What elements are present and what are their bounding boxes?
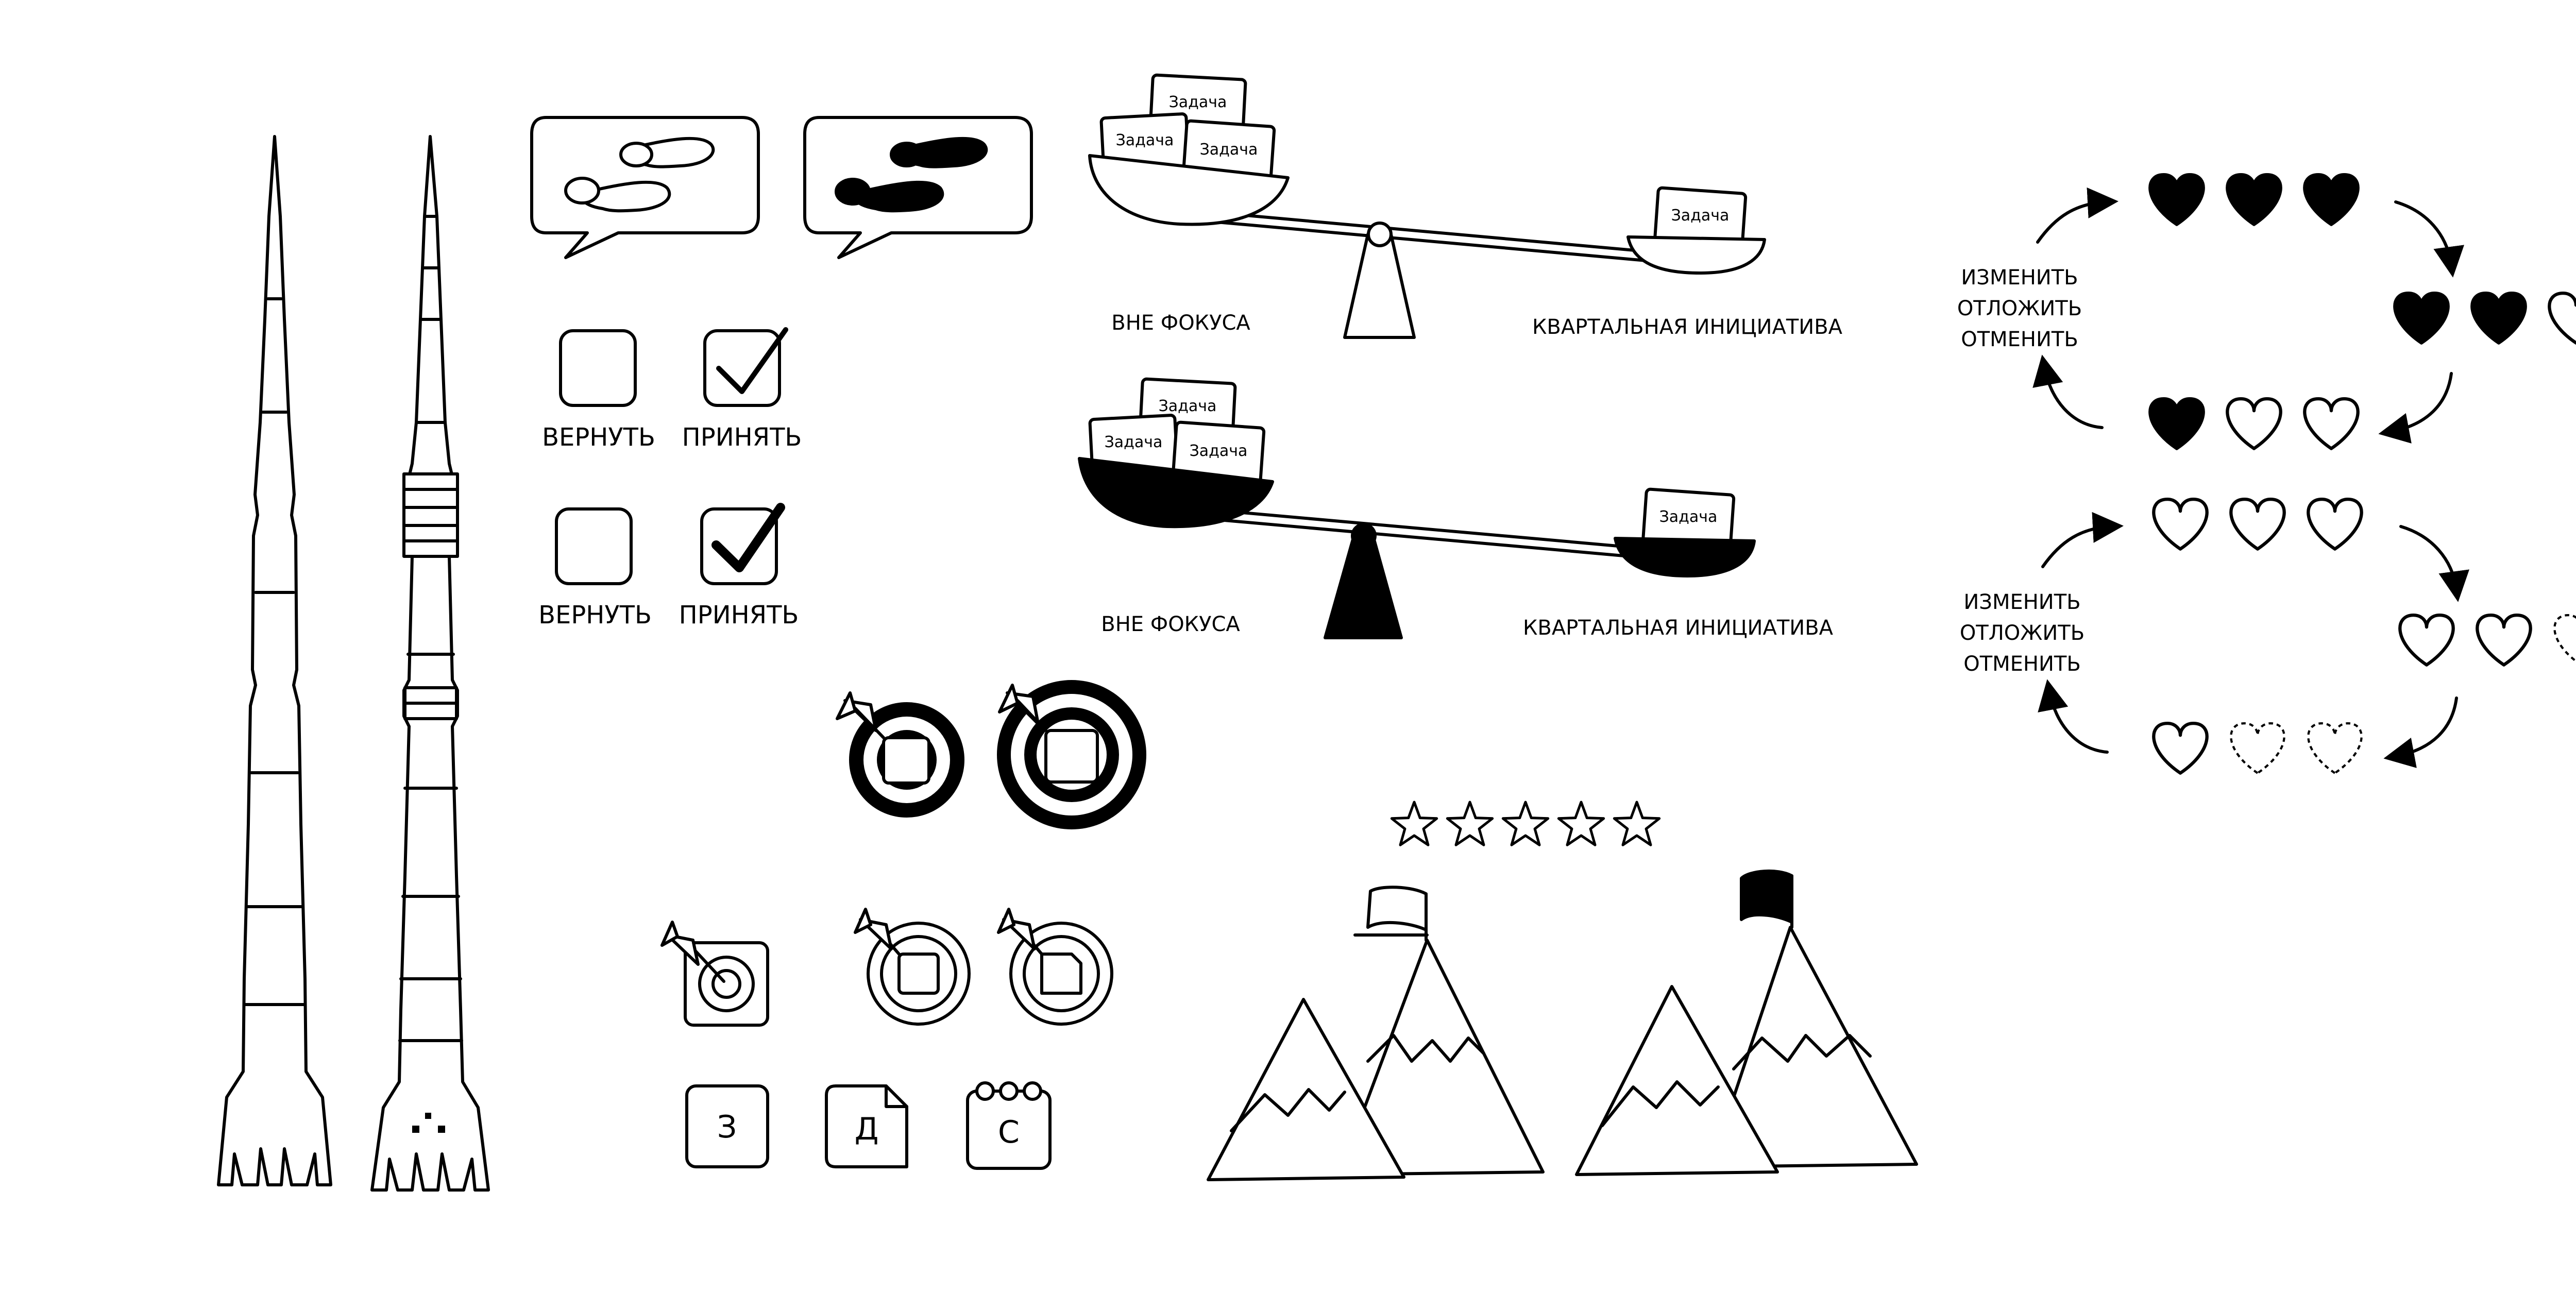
- checkbox-accept-label: ПРИНЯТЬ: [682, 423, 802, 452]
- checkbox-unchecked[interactable]: [559, 329, 637, 407]
- hearts-cycle-outline: ИЗМЕНИТЬ ОТЛОЖИТЬ ОТМЕНИТЬ: [1960, 499, 2576, 773]
- seesaw-left-label: ВНЕ ФОКУСА: [1101, 613, 1240, 636]
- arrow-icon: [2378, 372, 2453, 444]
- hearts-cycle-solid: ИЗМЕНИТЬ ОТЛОЖИТЬ ОТМЕНИТЬ: [1957, 175, 2576, 449]
- arrow-icon: [2394, 200, 2464, 278]
- heart-full-icon: [2304, 175, 2358, 225]
- target-arrow-icon-small-square: [660, 921, 769, 1027]
- heart-empty-icon: [2554, 615, 2576, 665]
- heart-full-icon: [2150, 399, 2203, 449]
- heart-empty-icon: [2549, 293, 2576, 343]
- checkbox-checked[interactable]: [703, 327, 788, 407]
- arrow-icon: [2383, 696, 2458, 768]
- heart-full-icon: [2227, 175, 2280, 225]
- svg-text:Задача: Задача: [1671, 207, 1730, 225]
- star-icon[interactable]: [1501, 801, 1550, 846]
- seesaw-left-label: ВНЕ ФОКУСА: [1111, 311, 1250, 335]
- heart-full-icon: [2154, 723, 2207, 773]
- checkbox-return-label: ВЕРНУТЬ: [538, 601, 652, 630]
- svg-text:Задача: Задача: [1659, 508, 1718, 526]
- arrow-icon: [2041, 512, 2124, 568]
- target-arrow-icon-small-ring: [854, 908, 971, 1026]
- checkbox-return-label: ВЕРНУТЬ: [542, 423, 655, 452]
- heart-full-icon: [2154, 499, 2207, 549]
- action-change-label: ИЗМЕНИТЬ: [1963, 590, 2080, 614]
- target-arrow-icon-small-doc: [997, 908, 1113, 1026]
- heart-empty-icon: [2231, 723, 2284, 773]
- svg-text:Задача: Задача: [1159, 397, 1217, 415]
- target-arrow-icon-medium: [836, 691, 964, 818]
- svg-text:Задача: Задача: [1169, 93, 1227, 111]
- heart-full-icon: [2477, 615, 2530, 665]
- star-icon[interactable]: [1390, 801, 1438, 846]
- svg-text:Задача: Задача: [1200, 141, 1258, 159]
- heart-full-icon: [2472, 293, 2525, 343]
- hearts-row-2-of-3: [2395, 293, 2576, 343]
- heart-full-icon: [2231, 499, 2284, 549]
- hearts-row-3-of-3: [2150, 175, 2358, 225]
- seesaw-filled: Задача Задача Задача Задача ВНЕ ФОКУСА К…: [1078, 377, 1834, 640]
- letter-icon-task: З: [685, 1084, 769, 1168]
- speech-bubble-footprints-outline: [530, 116, 760, 259]
- hearts-row-2-of-3: [2400, 615, 2576, 665]
- arrow-icon: [2399, 525, 2469, 602]
- arrow-icon: [2036, 187, 2119, 244]
- hearts-row-1-of-3: [2154, 723, 2361, 773]
- heart-full-icon: [2395, 293, 2448, 343]
- hearts-row-1-of-3: [2150, 399, 2358, 449]
- svg-text:С: С: [998, 1114, 1020, 1150]
- speech-bubble-footprints-solid: [803, 116, 1033, 259]
- checkbox-group-light: ВЕРНУТЬ ПРИНЯТЬ: [542, 327, 802, 452]
- checkbox-checked[interactable]: [700, 503, 785, 585]
- seesaw-right-label: КВАРТАЛЬНАЯ ИНИЦИАТИВА: [1532, 315, 1843, 339]
- heart-full-icon: [2308, 499, 2361, 549]
- star-icon[interactable]: [1557, 801, 1605, 846]
- seesaw-outline: Задача Задача Задача Задача ВНЕ ФОКУСА К…: [1088, 73, 1843, 339]
- arrow-icon: [2038, 679, 2109, 754]
- mountains-flag-solid: [1575, 870, 1918, 1176]
- svg-text:Задача: Задача: [1190, 442, 1248, 460]
- letter-icon-calendar: С: [966, 1081, 1052, 1170]
- action-postpone-label: ОТЛОЖИТЬ: [1957, 297, 2082, 320]
- checkbox-unchecked[interactable]: [555, 507, 633, 585]
- action-cancel-label: ОТМЕНИТЬ: [1961, 328, 2078, 351]
- star-icon[interactable]: [1613, 801, 1661, 846]
- tv-tower-detailed: [370, 135, 490, 1192]
- heart-full-icon: [2150, 175, 2203, 225]
- svg-text:З: З: [717, 1109, 737, 1145]
- svg-text:Д: Д: [855, 1111, 879, 1147]
- rating-stars: [1390, 801, 1661, 846]
- checkbox-accept-label: ПРИНЯТЬ: [679, 601, 799, 630]
- star-icon[interactable]: [1446, 801, 1494, 846]
- arrow-icon: [2032, 354, 2104, 429]
- target-arrow-icon-large: [997, 680, 1146, 829]
- task-card: Задача: [1653, 186, 1748, 252]
- action-postpone-label: ОТЛОЖИТЬ: [1960, 621, 2084, 645]
- heart-empty-icon: [2308, 723, 2361, 773]
- svg-text:Задача: Задача: [1116, 131, 1174, 149]
- action-change-label: ИЗМЕНИТЬ: [1961, 266, 2078, 290]
- letter-icon-document: Д: [825, 1084, 908, 1168]
- tv-tower-outline: [217, 135, 332, 1186]
- footprint-solid-icon: [835, 137, 988, 213]
- action-cancel-label: ОТМЕНИТЬ: [1963, 652, 2081, 676]
- heart-empty-icon: [2304, 399, 2358, 449]
- heart-full-icon: [2400, 615, 2453, 665]
- task-card: Задача: [1088, 414, 1179, 478]
- seesaw-right-label: КВАРТАЛЬНАЯ ИНИЦИАТИВА: [1523, 616, 1834, 640]
- checkbox-group-dark: ВЕРНУТЬ ПРИНЯТЬ: [538, 503, 799, 630]
- heart-empty-icon: [2227, 399, 2280, 449]
- svg-text:Задача: Задача: [1105, 433, 1163, 451]
- mountains-flag-outline: [1207, 886, 1545, 1181]
- footprint-outline-icon: [564, 137, 715, 213]
- hearts-row-3-of-3: [2154, 499, 2361, 549]
